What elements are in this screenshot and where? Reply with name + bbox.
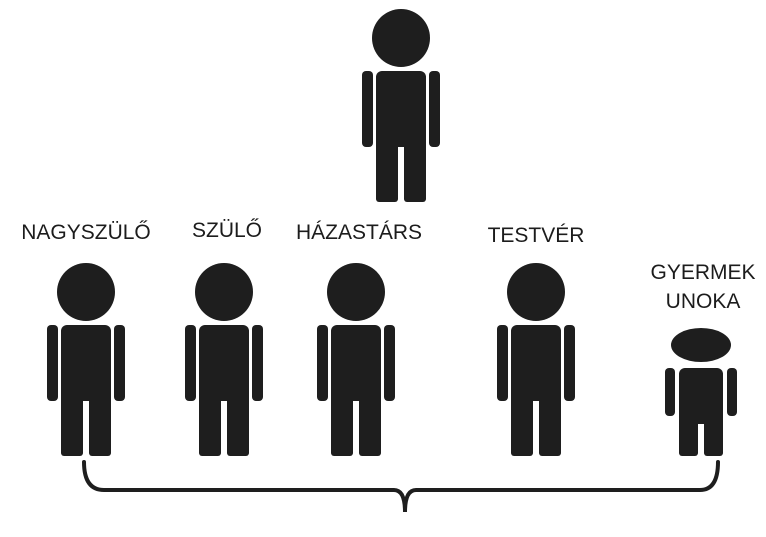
label-parent: SZÜLŐ xyxy=(191,219,263,242)
left-leg xyxy=(331,392,353,456)
torso xyxy=(376,71,426,147)
label-spouse: HÁZASTÁRS xyxy=(295,221,423,244)
right-arm xyxy=(564,325,575,401)
right-arm xyxy=(384,325,395,401)
left-leg xyxy=(679,416,698,456)
left-arm xyxy=(362,71,373,147)
left-arm xyxy=(185,325,196,401)
left-leg xyxy=(376,138,398,202)
head xyxy=(372,9,430,67)
person-icon-child-grandchild xyxy=(665,328,737,456)
right-arm xyxy=(114,325,125,401)
right-leg xyxy=(404,138,426,202)
right-leg xyxy=(227,392,249,456)
left-leg xyxy=(61,392,83,456)
torso xyxy=(679,368,723,424)
right-leg xyxy=(89,392,111,456)
left-arm xyxy=(317,325,328,401)
label-grandparent: NAGYSZÜLŐ xyxy=(21,221,151,244)
label-grandchild: UNOKA xyxy=(665,290,741,313)
label-child: GYERMEK xyxy=(650,261,756,284)
torso xyxy=(199,325,249,401)
left-leg xyxy=(511,392,533,456)
person-icon-sibling xyxy=(497,263,575,456)
right-leg xyxy=(359,392,381,456)
right-leg xyxy=(704,416,723,456)
right-arm xyxy=(252,325,263,401)
person-icon-grandparent xyxy=(47,263,125,456)
head xyxy=(327,263,385,321)
label-sibling: TESTVÉR xyxy=(487,224,585,247)
torso xyxy=(511,325,561,401)
right-arm xyxy=(727,368,737,416)
torso xyxy=(61,325,111,401)
head xyxy=(507,263,565,321)
head xyxy=(671,328,731,362)
torso xyxy=(331,325,381,401)
left-arm xyxy=(47,325,58,401)
head xyxy=(195,263,253,321)
head xyxy=(57,263,115,321)
person-icon-top-person xyxy=(362,9,440,202)
left-arm xyxy=(497,325,508,401)
right-arm xyxy=(429,71,440,147)
right-leg xyxy=(539,392,561,456)
person-icon-parent xyxy=(185,263,263,456)
grouping-brace xyxy=(82,460,720,513)
left-arm xyxy=(665,368,675,416)
person-icon-spouse xyxy=(317,263,395,456)
left-leg xyxy=(199,392,221,456)
